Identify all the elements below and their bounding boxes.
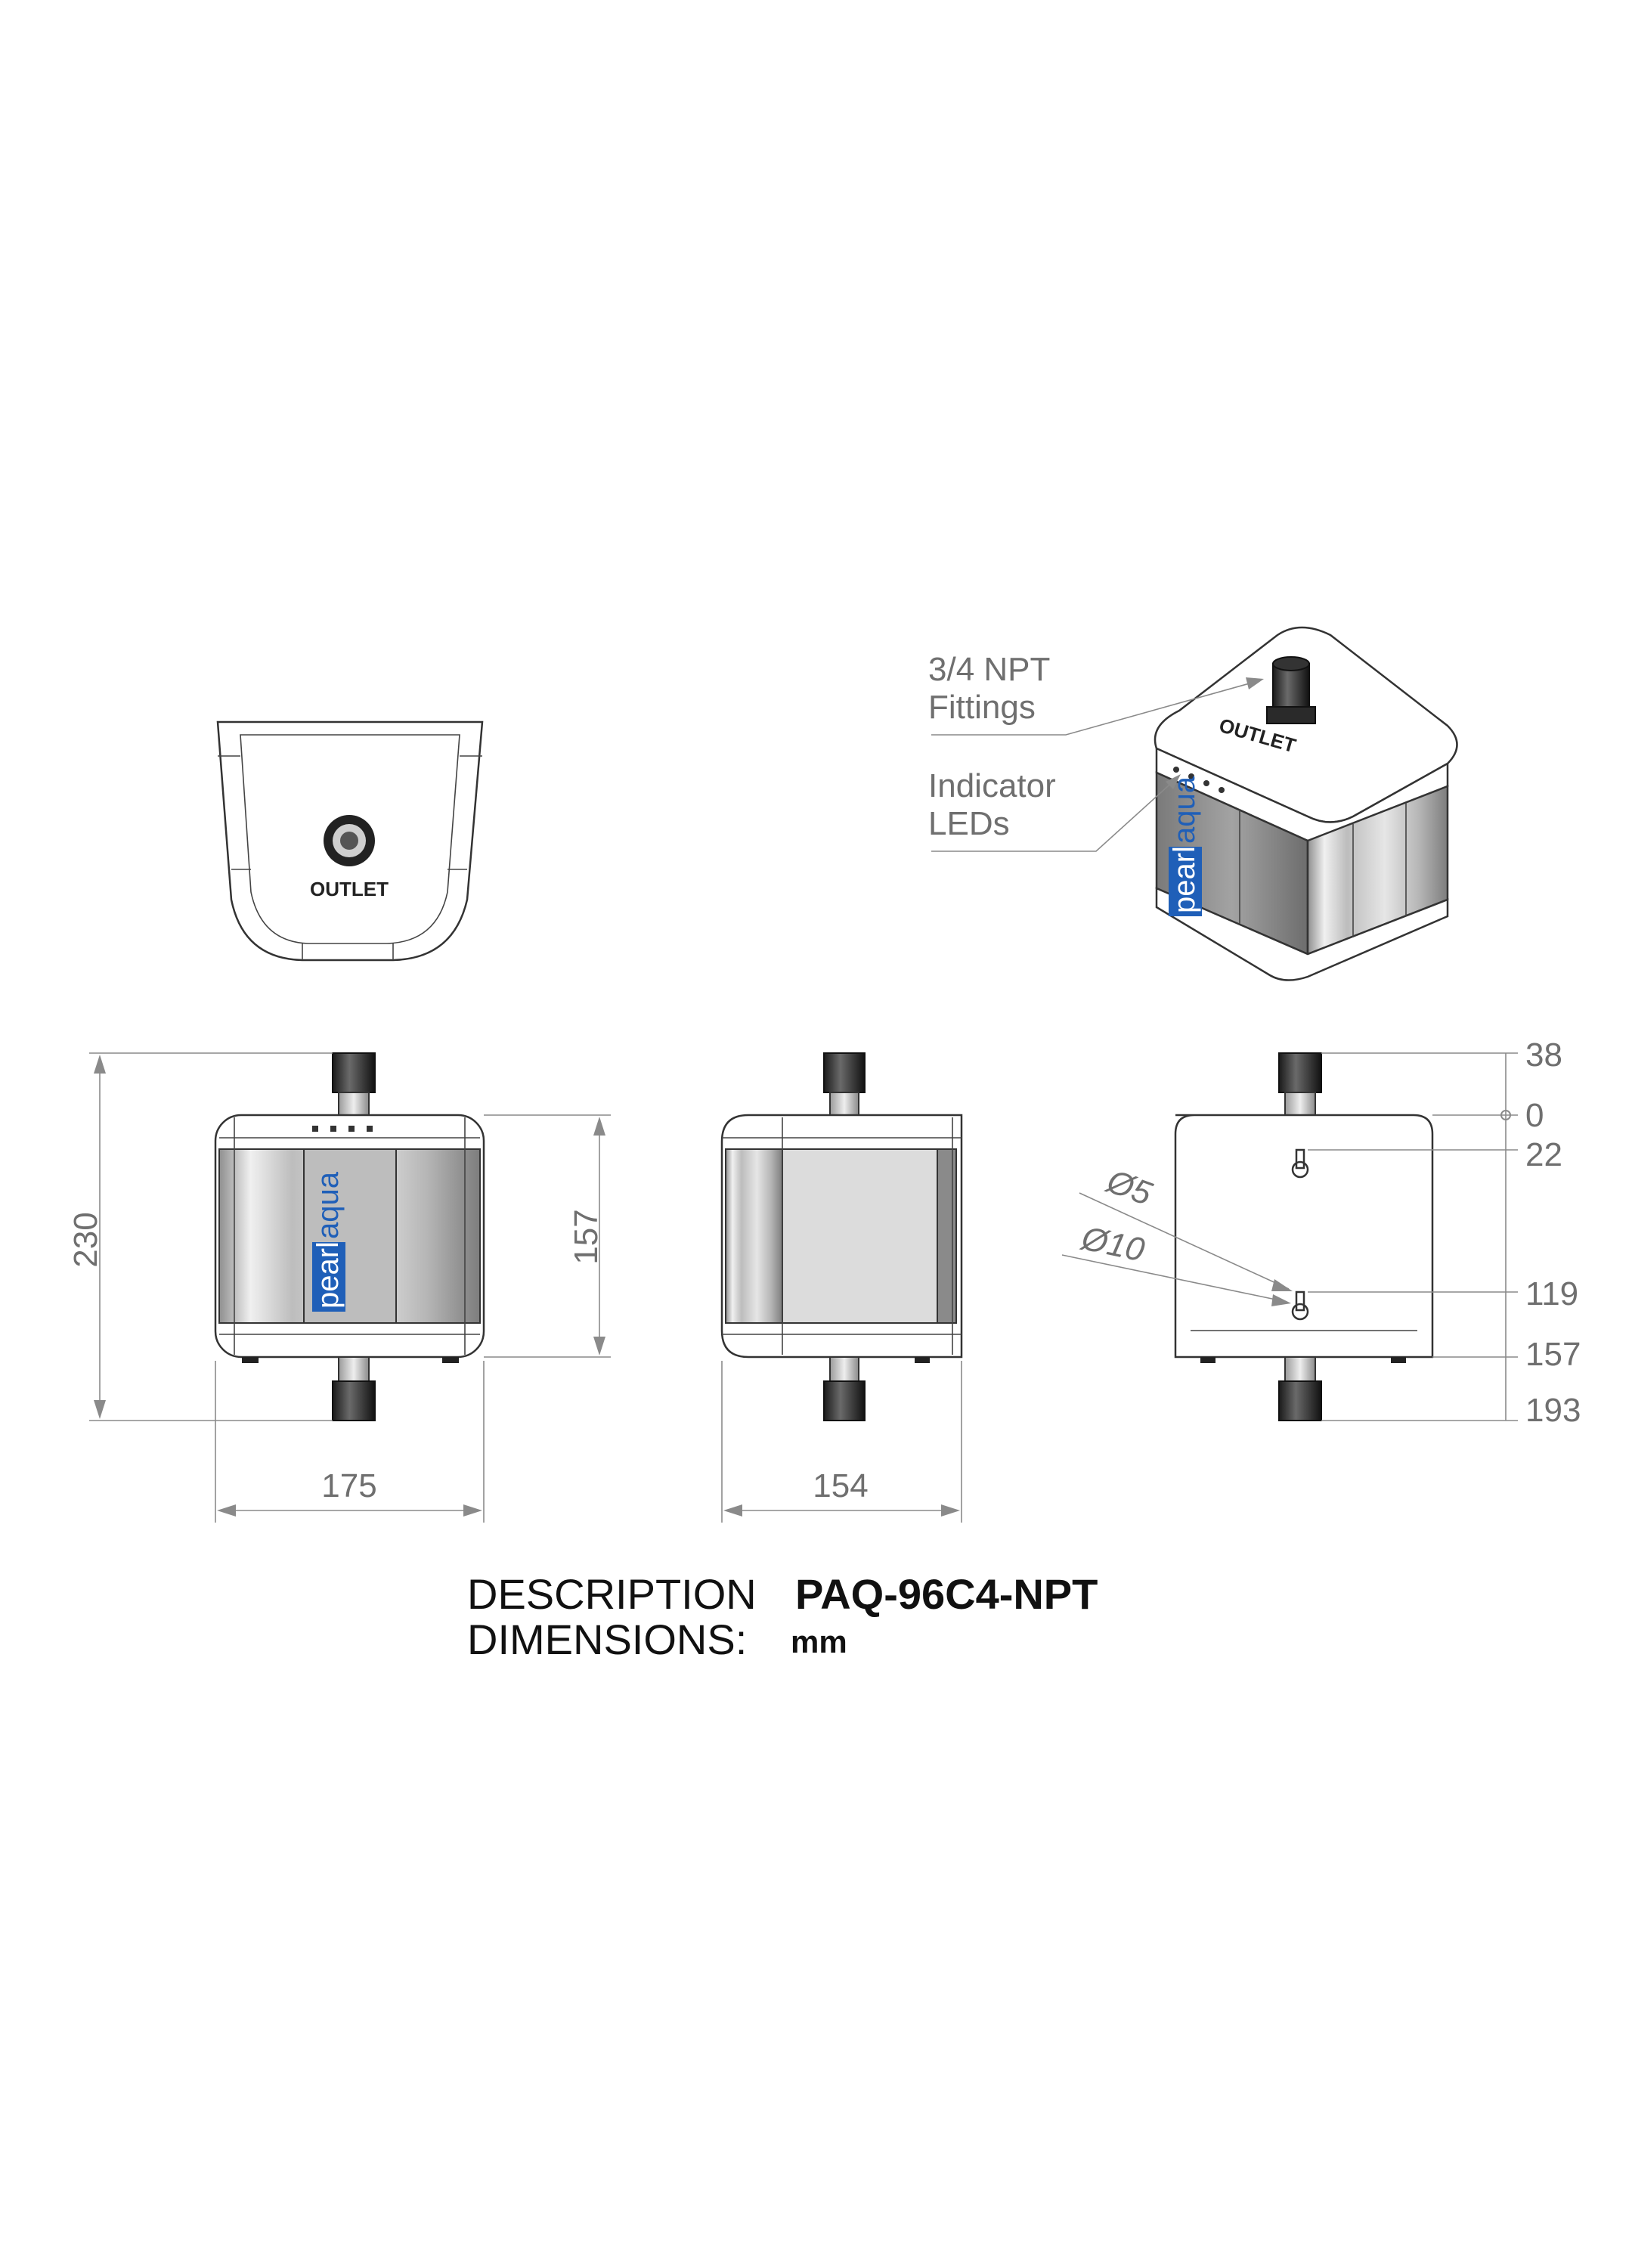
dim-front-height: 230	[67, 1212, 104, 1267]
dim-front-body-height: 157	[568, 1209, 605, 1264]
front-led-3	[348, 1126, 355, 1132]
iso-brand-logo: pearl aqua	[1168, 776, 1202, 916]
front-led-2	[330, 1126, 336, 1132]
dimensions-value: mm	[791, 1624, 847, 1659]
dim-rear-157: 157	[1525, 1336, 1581, 1373]
svg-text:LEDs: LEDs	[928, 805, 1010, 842]
callout-leds: Indicator LEDs	[928, 767, 1181, 852]
front-bottom-fitting-icon	[332, 1380, 376, 1421]
front-view: pearl aqua 230 157 175	[67, 1052, 611, 1523]
dimensions-label: DIMENSIONS:	[467, 1616, 747, 1663]
top-view-inner-rim	[240, 734, 460, 944]
front-led-1	[312, 1126, 318, 1132]
isometric-view: pearl aqua OUTLET	[1154, 626, 1458, 981]
rear-view: 38 0 22 119 157 193 Ø5 Ø10	[1061, 1036, 1581, 1429]
keyhole-upper-icon	[1291, 1148, 1309, 1179]
dim-rear-38: 38	[1525, 1036, 1562, 1074]
front-top-fitting-icon	[332, 1052, 376, 1093]
front-brand-logo: pearl aqua	[311, 1171, 345, 1312]
iso-bottom-rim	[1155, 887, 1449, 981]
dim-rear-0: 0	[1525, 1097, 1544, 1134]
side-view: 154	[720, 1052, 963, 1523]
iso-led-1	[1173, 767, 1179, 773]
callout-fittings: 3/4 NPT Fittings	[928, 651, 1264, 736]
dim-rear-193: 193	[1525, 1392, 1581, 1429]
side-bottom-fitting-icon	[823, 1380, 866, 1421]
dim-hole-large: Ø10	[1077, 1219, 1148, 1269]
svg-text:pearl: pearl	[1168, 846, 1201, 913]
rear-top-fitting-icon	[1278, 1052, 1322, 1093]
svg-text:Fittings: Fittings	[928, 689, 1036, 726]
dim-rear-119: 119	[1525, 1275, 1578, 1312]
side-top-fitting-icon	[823, 1052, 866, 1093]
top-outlet-label: OUTLET	[310, 878, 389, 900]
svg-text:aqua: aqua	[311, 1171, 345, 1239]
iso-led-4	[1219, 787, 1225, 793]
svg-text:pearl: pearl	[311, 1241, 345, 1309]
iso-led-2	[1188, 773, 1194, 779]
svg-text:3/4 NPT: 3/4 NPT	[928, 651, 1050, 688]
rear-bottom-fitting-icon	[1278, 1380, 1322, 1421]
iso-led-3	[1203, 780, 1209, 786]
dim-rear-22: 22	[1525, 1136, 1562, 1173]
keyhole-lower-icon	[1291, 1290, 1309, 1321]
description-label: DESCRIPTION	[467, 1570, 757, 1618]
dim-hole-small: Ø5	[1101, 1162, 1157, 1213]
description-value: PAQ-96C4-NPT	[795, 1570, 1098, 1618]
top-view: OUTLET	[216, 720, 484, 962]
dim-front-width: 175	[321, 1467, 376, 1504]
dim-side-width: 154	[813, 1467, 868, 1504]
front-led-4	[367, 1126, 373, 1132]
iso-outlet-fitting-icon	[1266, 656, 1316, 724]
title-block: DESCRIPTION PAQ-96C4-NPT DIMENSIONS: mm	[467, 1570, 1098, 1663]
svg-text:Indicator: Indicator	[928, 767, 1056, 804]
